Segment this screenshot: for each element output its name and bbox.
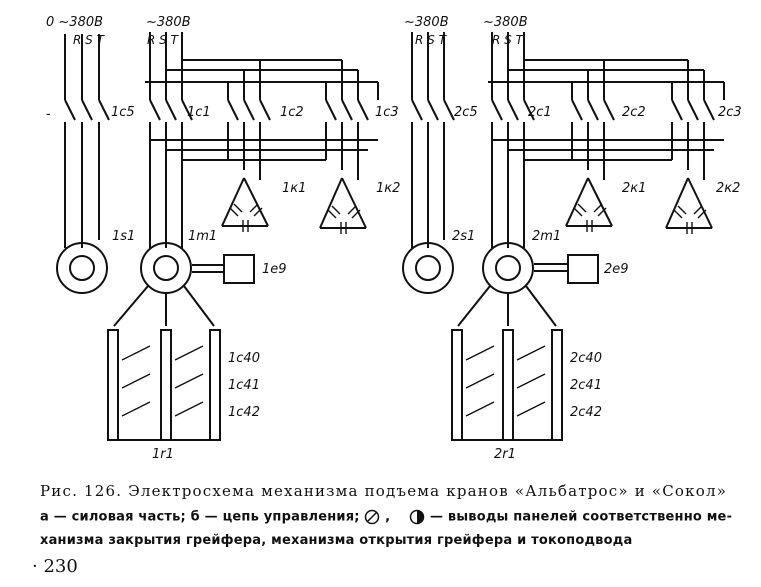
- label-1c1: 1c1: [187, 105, 211, 120]
- figure-legend-line-1: а — силовая часть; б — цепь управления; …: [40, 509, 755, 525]
- label-1r1: 1r1: [152, 447, 174, 462]
- feeder-lines-2c5: [411, 32, 445, 100]
- label-1m1: 1m1: [188, 229, 217, 244]
- label-2s1: 2s1: [452, 229, 475, 244]
- label-1c2: 1c2: [280, 105, 304, 120]
- capacitor-bridge-1k2: [319, 177, 367, 234]
- rotor-leads-left: [113, 285, 215, 327]
- right-scheme: ~380В R S T ~380В R S T: [402, 15, 742, 462]
- capacitor-bridge-1k1: [221, 177, 269, 232]
- motor-2m1: [482, 242, 568, 294]
- phase-label-left-b: R S T: [147, 33, 180, 47]
- capacitor-bridge-2k2: [665, 177, 713, 234]
- half-filled-circle-icon: [409, 509, 425, 525]
- top-buses-left: [145, 59, 379, 100]
- label-dash: -: [46, 107, 51, 122]
- page-number: · 230: [32, 556, 78, 577]
- label-1k1: 1к1: [282, 181, 306, 196]
- supply-label-left-b: ~380В: [146, 15, 191, 30]
- brake-1e9: [223, 254, 255, 284]
- legend-comma: ,: [385, 509, 405, 525]
- legend-part-2: — выводы панелей соответственно ме-: [429, 509, 733, 525]
- switch-contacts-right: [411, 99, 715, 248]
- resistor-box-2r1: [451, 329, 563, 441]
- mid-buses-right: [492, 139, 724, 161]
- motor-1s1: [56, 242, 108, 294]
- supply-label-right-c: ~380В: [404, 15, 449, 30]
- feeder-lines-1c5: [64, 34, 100, 100]
- rotor-leads-right: [457, 285, 557, 327]
- feeder-lines-1c1: [149, 32, 183, 100]
- label-1c42: 1c42: [228, 405, 260, 420]
- switch-contacts-left: [64, 99, 369, 248]
- figure-legend-line-2: ханизма закрытия грейфера, механизма отк…: [40, 533, 633, 548]
- label-2c40: 2c40: [570, 351, 602, 366]
- label-2c3: 2c3: [718, 105, 742, 120]
- label-2c1: 2c1: [528, 105, 552, 120]
- label-1e9: 1e9: [262, 262, 287, 277]
- label-2e9: 2e9: [604, 262, 629, 277]
- capacitor-bridge-2k1: [565, 177, 613, 232]
- left-scheme: 0 ~380В R S T ~380В R S T: [46, 15, 400, 462]
- phase-label-right-c: R S T: [415, 33, 448, 47]
- label-1c5: 1c5: [111, 105, 135, 120]
- feeder-lines-2c1: [491, 32, 525, 100]
- label-2k1: 2к1: [622, 181, 646, 196]
- label-1c41: 1c41: [228, 378, 260, 393]
- supply-label-right-d: ~380В: [483, 15, 528, 30]
- label-1k2: 1к2: [376, 181, 400, 196]
- figure-title: Рис. 126. Электросхема механизма подъема…: [40, 482, 728, 500]
- motor-2s1: [402, 242, 454, 294]
- label-2c42: 2c42: [570, 405, 602, 420]
- mid-buses-left: [150, 139, 378, 161]
- crossed-circle-icon: [365, 509, 380, 525]
- label-1c40: 1c40: [228, 351, 260, 366]
- label-2r1: 2r1: [494, 447, 516, 462]
- legend-part-1: а — силовая часть; б — цепь управления;: [40, 509, 360, 525]
- label-2k2: 2к2: [716, 181, 740, 196]
- label-2c41: 2c41: [570, 378, 602, 393]
- phase-label-left-a: R S T: [73, 33, 106, 47]
- supply-label-left-a: 0 ~380В: [46, 15, 103, 30]
- top-buses-right: [488, 59, 725, 100]
- brake-2e9: [567, 254, 599, 284]
- label-2c2: 2c2: [622, 105, 646, 120]
- label-2m1: 2m1: [532, 229, 561, 244]
- resistor-box-1r1: [107, 329, 221, 441]
- label-1s1: 1s1: [112, 229, 135, 244]
- electrical-scheme: 0 ~380В R S T ~380В R S T: [46, 15, 742, 462]
- motor-1m1: [140, 242, 224, 294]
- label-1c3: 1c3: [375, 105, 399, 120]
- label-2c5: 2c5: [454, 105, 478, 120]
